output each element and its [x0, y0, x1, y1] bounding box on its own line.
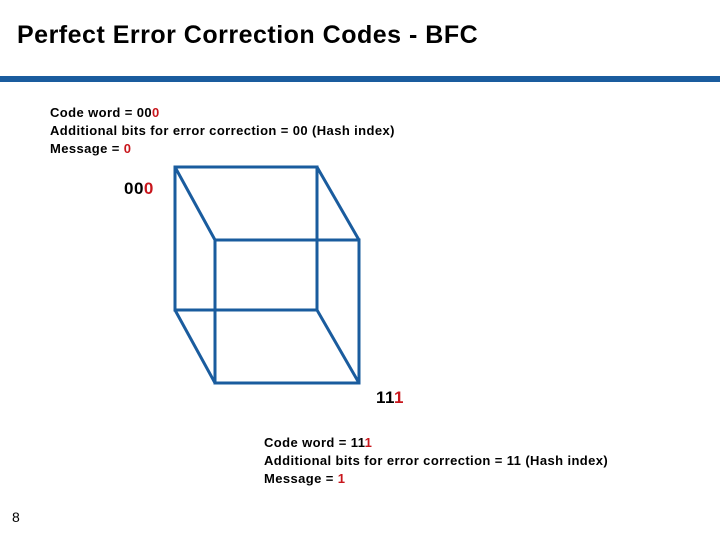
cube-edge-bottom-right — [315, 309, 361, 384]
vertex-111-text: 11 — [376, 388, 395, 407]
message-line: Message = 1 — [264, 470, 608, 488]
cube-edge-top-left — [173, 166, 217, 241]
cube-front-face — [213, 238, 361, 385]
message-line: Message = 0 — [50, 140, 395, 158]
message-highlight: 0 — [123, 141, 132, 156]
code-word-text: Code word = 11 — [264, 435, 365, 450]
additional-bits-text: Additional bits for error correction = 0… — [50, 123, 395, 138]
vertex-label-000: 000 — [124, 179, 154, 199]
message-text: Message = — [50, 141, 124, 156]
message-highlight: 1 — [337, 471, 346, 486]
code-word-highlight: 0 — [152, 105, 160, 120]
message-text: Message = — [264, 471, 338, 486]
additional-bits-line: Additional bits for error correction = 1… — [264, 452, 608, 470]
slide-title: Perfect Error Correction Codes - BFC — [17, 21, 479, 49]
page-number: 8 — [12, 509, 20, 525]
vertex-label-111: 111 — [376, 388, 404, 408]
codeword-000-text-block: Code word = 000 Additional bits for erro… — [50, 104, 395, 158]
cube-edge-bottom-left — [173, 309, 217, 384]
vertex-000-highlight: 0 — [143, 179, 154, 198]
code-word-line: Code word = 111 — [264, 434, 608, 452]
additional-bits-text: Additional bits for error correction = 1… — [264, 453, 609, 468]
codeword-111-text-block: Code word = 111 Additional bits for erro… — [264, 434, 608, 488]
cube-edge-top-right — [315, 166, 361, 241]
vertex-000-text: 00 — [124, 179, 144, 198]
vertex-111-highlight: 1 — [394, 388, 405, 407]
code-word-line: Code word = 000 — [50, 104, 395, 122]
additional-bits-line: Additional bits for error correction = 0… — [50, 122, 395, 140]
code-word-highlight: 1 — [364, 435, 373, 450]
title-rule — [0, 76, 720, 82]
code-word-text: Code word = 00 — [50, 105, 153, 120]
